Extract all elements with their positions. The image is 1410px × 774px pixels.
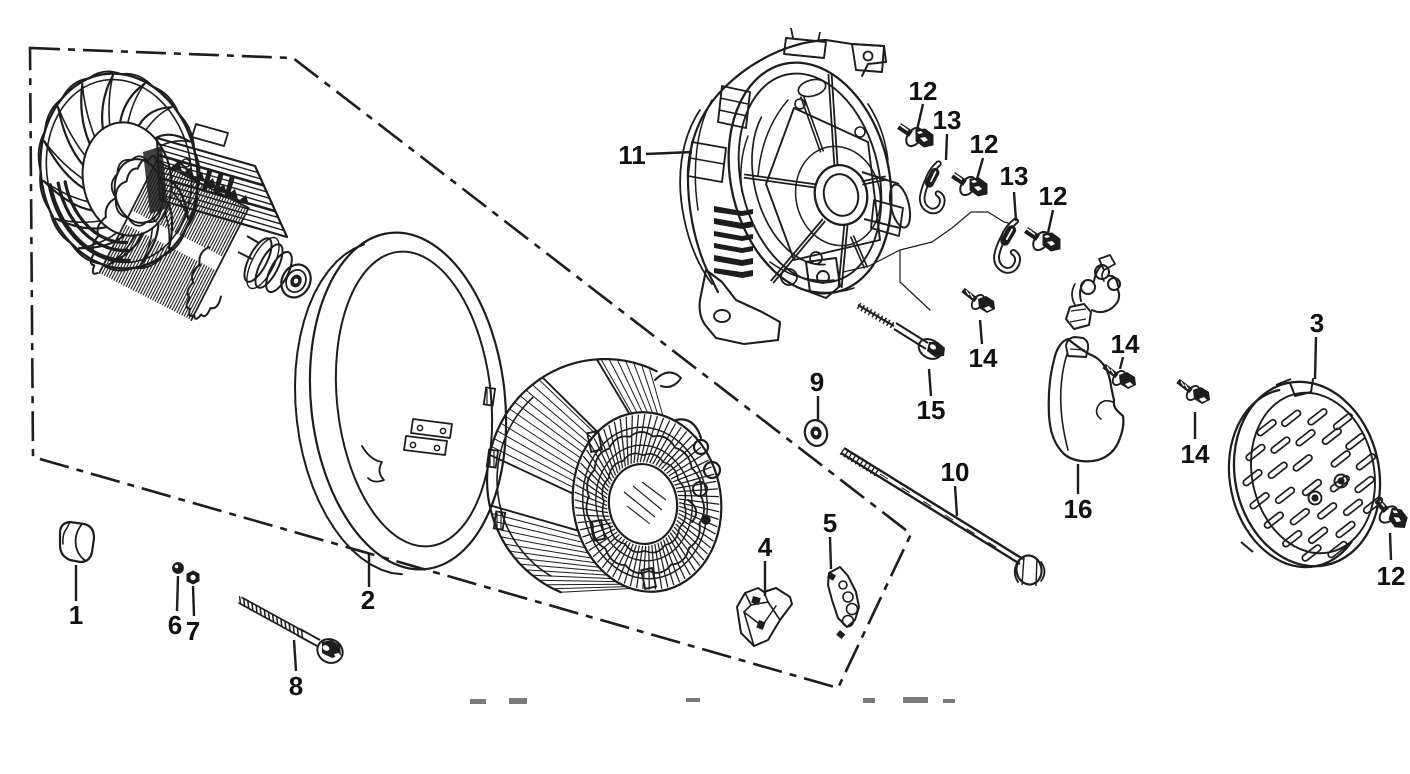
- svg-text:14: 14: [1181, 439, 1210, 469]
- svg-text:13: 13: [933, 105, 962, 135]
- svg-text:3: 3: [1310, 308, 1324, 338]
- svg-text:11: 11: [618, 140, 646, 170]
- svg-text:9: 9: [810, 367, 824, 397]
- svg-text:14: 14: [1111, 329, 1140, 359]
- svg-text:12: 12: [970, 129, 999, 159]
- svg-text:2: 2: [361, 585, 375, 615]
- svg-text:14: 14: [969, 343, 998, 373]
- svg-text:8: 8: [289, 671, 303, 701]
- svg-text:10: 10: [941, 457, 970, 487]
- svg-text:15: 15: [917, 395, 946, 425]
- svg-text:1: 1: [69, 600, 83, 630]
- svg-text:4: 4: [758, 532, 773, 562]
- svg-text:7: 7: [186, 616, 200, 646]
- svg-text:13: 13: [1000, 161, 1029, 191]
- svg-text:5: 5: [823, 508, 837, 538]
- svg-text:12: 12: [1039, 181, 1068, 211]
- svg-text:12: 12: [909, 76, 938, 106]
- svg-text:6: 6: [168, 610, 182, 640]
- svg-text:12: 12: [1377, 561, 1406, 591]
- svg-text:16: 16: [1064, 494, 1093, 524]
